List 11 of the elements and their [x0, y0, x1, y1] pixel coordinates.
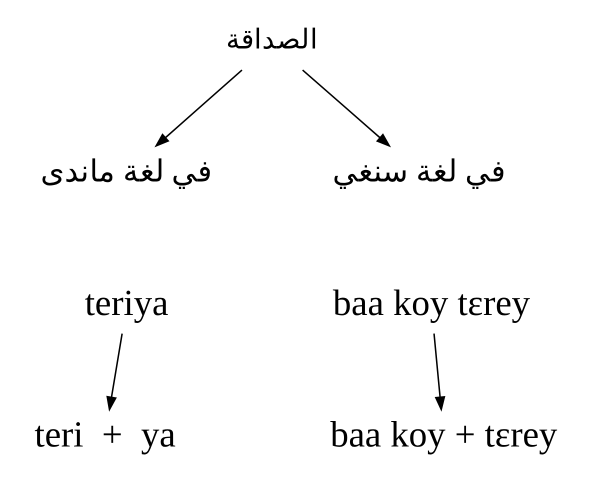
- arrow: [432, 334, 445, 412]
- arrow: [106, 333, 122, 412]
- node-text: baa koy + tɛrey: [330, 414, 557, 455]
- node-text: teri + ya: [34, 414, 176, 455]
- arrow: [154, 69, 242, 148]
- node-text: في لغة سنغي: [332, 154, 506, 188]
- node-text: الصداقة: [226, 24, 318, 55]
- node-text: teriya: [84, 282, 168, 323]
- node-text: في لغة ماندى: [40, 154, 212, 188]
- arrow: [302, 69, 391, 148]
- node-text: baa koy tɛrey: [332, 282, 530, 323]
